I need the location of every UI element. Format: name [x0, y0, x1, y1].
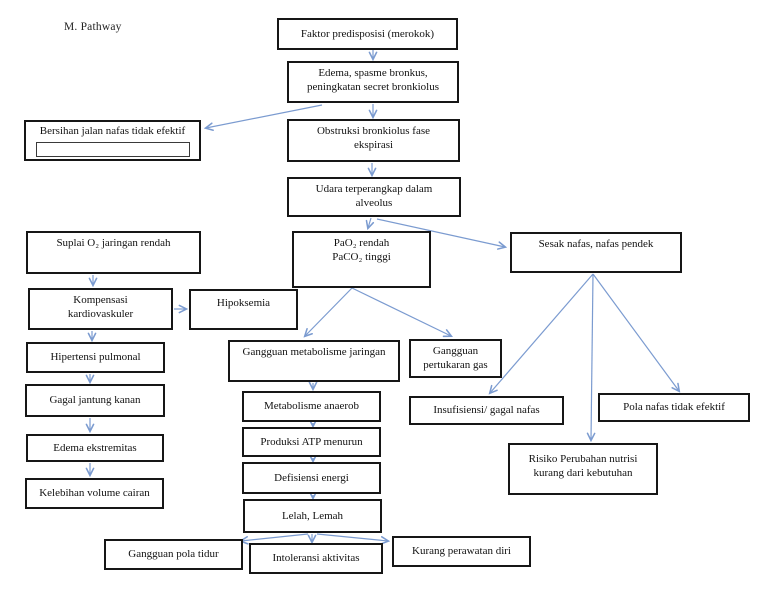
node-intoleransi-aktivitas: Intoleransi aktivitas	[249, 543, 383, 574]
node-hipertensi-pulmonal: Hipertensi pulmonal	[26, 342, 165, 373]
node-kelebihan-volume-cairan: Kelebihan volume cairan	[25, 478, 164, 509]
node-suplai-o2-rendah: Suplai O₂ jaringan rendah	[26, 231, 201, 274]
node-kurang-perawatan-diri: Kurang perawatan diri	[392, 536, 531, 567]
node-produksi-atp-menurun: Produksi ATP menurun	[242, 427, 381, 457]
edge-sesak-to-pola_nafas	[592, 273, 679, 391]
node-pao2-paco2: PaO₂ rendah PaCO₂ tinggi	[292, 231, 431, 288]
edge-pao2-to-gangguan_metabolisme	[305, 287, 353, 336]
node-sesak-nafas: Sesak nafas, nafas pendek	[510, 232, 682, 273]
page-title: M. Pathway	[64, 21, 122, 33]
edge-udara-to-pao2	[368, 217, 371, 228]
node-faktor-predisposisi: Faktor predisposisi (merokok)	[277, 18, 458, 50]
edge-sesak-to-risiko_nutrisi	[591, 273, 593, 440]
node-label: Bersihan jalan nafas tidak efektif	[39, 125, 186, 137]
node-gangguan-pertukaran-gas: Gangguan pertukaran gas	[409, 339, 502, 378]
node-hipoksemia: Hipoksemia	[189, 289, 298, 330]
node-udara-terperangkap: Udara terperangkap dalam alveolus	[287, 177, 461, 217]
node-pola-nafas-tidak-efektif: Pola nafas tidak efektif	[598, 393, 750, 422]
node-risiko-perubahan-nutrisi: Risiko Perubahan nutrisi kurang dari keb…	[508, 443, 658, 495]
edge-pao2-to-gangguan_gas	[351, 287, 451, 336]
node-metabolisme-anaerob: Metabolisme anaerob	[242, 391, 381, 422]
node-obstruksi-bronkiolus: Obstruksi bronkiolus fase ekspirasi	[287, 119, 460, 162]
node-lelah-lemah: Lelah, Lemah	[243, 499, 382, 533]
node-kompensasi-kardiovaskuler: Kompensasi kardiovaskuler	[28, 288, 173, 330]
node-gangguan-pola-tidur: Gangguan pola tidur	[104, 539, 243, 570]
node-gagal-jantung-kanan: Gagal jantung kanan	[25, 384, 165, 417]
node-insufisiensi-gagal-nafas: Insufisiensi/ gagal nafas	[409, 396, 564, 425]
node-defisiensi-energi: Defisiensi energi	[242, 462, 381, 494]
empty-inner-box	[36, 142, 190, 157]
node-gangguan-metabolisme-jaringan: Gangguan metabolisme jaringan	[228, 340, 400, 382]
edge-sesak-to-insufisiensi	[490, 273, 594, 393]
edge-lelah-to-kurang_perawatan	[316, 533, 388, 541]
node-bersihan-jalan-nafas: Bersihan jalan nafas tidak efektif	[24, 120, 201, 161]
node-edema-ekstremitas: Edema ekstremitas	[26, 434, 164, 462]
node-edema-spasme-bronkus: Edema, spasme bronkus, peningkatan secre…	[287, 61, 459, 103]
edge-lelah-to-gangguan_tidur	[241, 533, 309, 541]
